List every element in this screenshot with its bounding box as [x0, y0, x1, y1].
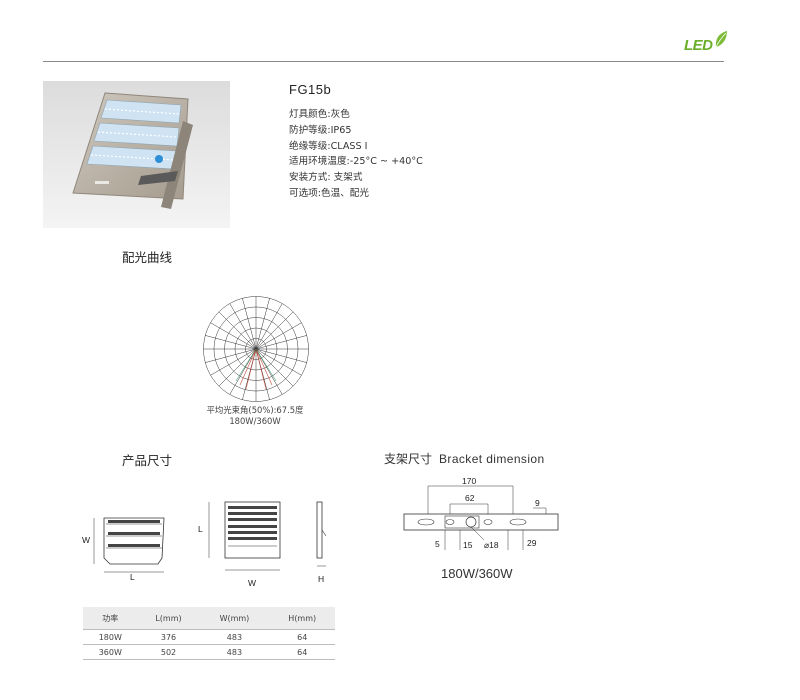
- dim-w2-label: W: [248, 578, 257, 588]
- logo-text: LED: [684, 37, 713, 54]
- dim-62: 62: [465, 493, 475, 503]
- spec-item: 可选项:色温、配光: [289, 187, 369, 199]
- bracket-title: 支架尺寸 Bracket dimension: [384, 450, 545, 467]
- table-cell: 483: [199, 629, 270, 645]
- spec-item: 灯具颜色:灰色: [289, 109, 350, 120]
- polar-spoke: [255, 348, 302, 376]
- light-curve-title: 配光曲线: [122, 250, 173, 265]
- bracket-title-cn: 支架尺寸: [384, 452, 433, 466]
- polar-spoke: [242, 298, 257, 350]
- spec-item: 防护等级:IP65: [289, 124, 352, 136]
- bracket-drawing: [403, 485, 559, 550]
- beam-angle-text: 平均光束角(50%):67.5度: [206, 405, 304, 415]
- dimension-table: 功率 L(mm) W(mm) H(mm) 180W 376 483 64 360…: [83, 607, 335, 660]
- power-text: 180W/360W: [229, 416, 281, 426]
- table-cell: 376: [137, 629, 200, 645]
- polar-spoke: [210, 322, 257, 350]
- polar-spoke: [255, 322, 302, 350]
- polar-spoke: [255, 298, 270, 350]
- polar-spoke: [255, 348, 283, 395]
- leaf-icon: [715, 31, 727, 48]
- polar-spoke: [255, 303, 283, 350]
- spec-item: 适用环境温度:-25°C ~ +40°C: [289, 156, 423, 168]
- col-header: W(mm): [199, 607, 270, 630]
- product-size-title: 产品尺寸: [122, 453, 173, 468]
- polar-spoke: [229, 348, 257, 395]
- dim-170: 170: [462, 476, 477, 486]
- spec-item: 安装方式: 支架式: [289, 172, 363, 184]
- table-row: 360W 502 483 64: [83, 644, 335, 660]
- polar-spoke: [205, 335, 257, 350]
- spec-item: 绝缘等级:CLASS Ⅰ: [289, 140, 368, 152]
- polar-spoke: [218, 311, 257, 350]
- polar-spoke: [205, 348, 257, 363]
- side-view-drawing: [208, 501, 281, 571]
- dim-29: 29: [527, 538, 537, 548]
- dim-l2-label: L: [198, 524, 203, 534]
- light-curve-caption: 平均光束角(50%):67.5度 180W/360W: [190, 405, 320, 427]
- dim-9: 9: [535, 498, 540, 508]
- dim-15: 15: [463, 540, 473, 550]
- product-photo: [43, 81, 230, 228]
- table-cell: 483: [199, 644, 270, 660]
- bracket-caption: 180W/360W: [441, 566, 513, 581]
- polar-spoke: [255, 348, 294, 387]
- polar-light-curve: [203, 296, 309, 402]
- polar-spoke: [229, 303, 257, 350]
- polar-spoke: [255, 335, 307, 350]
- col-header: L(mm): [137, 607, 200, 630]
- table-header-row: 功率 L(mm) W(mm) H(mm): [83, 607, 335, 630]
- polar-spoke: [255, 311, 294, 350]
- dim-5: 5: [435, 539, 440, 549]
- table-cell: 64: [269, 629, 335, 645]
- polar-spoke: [210, 348, 257, 376]
- led-logo: LED: [682, 29, 728, 55]
- polar-spoke: [255, 348, 307, 363]
- dim-l-label: L: [130, 572, 135, 582]
- table-cell: 180W: [83, 629, 138, 645]
- bracket-title-en: Bracket dimension: [439, 452, 545, 466]
- spec-list: 灯具颜色:灰色 防护等级:IP65 绝缘等级:CLASS Ⅰ 适用环境温度:-2…: [289, 107, 423, 202]
- dim-w-label: W: [82, 535, 91, 545]
- header-divider: [43, 61, 724, 62]
- col-header: H(mm): [269, 607, 335, 630]
- polar-spoke: [218, 348, 257, 387]
- table-row: 180W 376 483 64: [83, 629, 335, 645]
- col-header: 功率: [83, 607, 138, 630]
- dim-h-label: H: [318, 574, 325, 584]
- front-view-drawing: [93, 517, 165, 573]
- table-cell: 360W: [83, 644, 138, 660]
- table-cell: 64: [269, 644, 335, 660]
- dim-18: ⌀18: [484, 540, 499, 550]
- table-cell: 502: [137, 644, 200, 660]
- profile-view-drawing: [316, 501, 327, 567]
- model-number: FG15b: [289, 82, 332, 97]
